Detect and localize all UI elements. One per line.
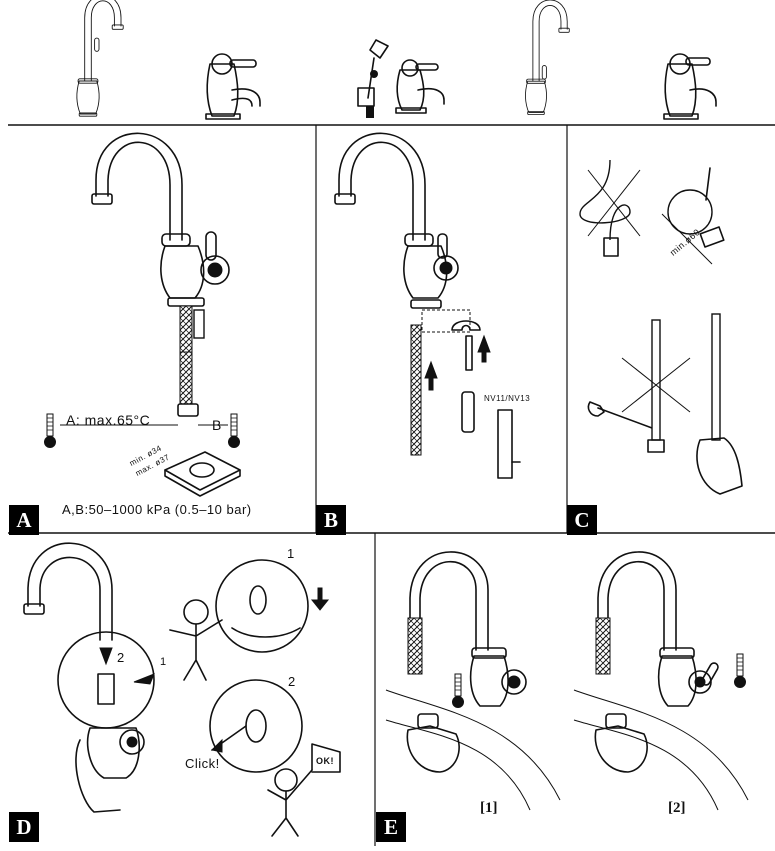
panel-e-faucet-1 <box>407 551 527 707</box>
pressure-note: A,B:50–1000 kPa (0.5–10 bar) <box>62 502 252 517</box>
panel-e-basin-1 <box>385 689 561 811</box>
hose-kink-wrong-icon <box>579 159 641 257</box>
panel-e-faucet-2 <box>595 551 719 707</box>
variant-tall-faucet-2 <box>525 0 570 115</box>
variant-short-faucet-2 <box>395 59 445 114</box>
caption-1: [1] <box>480 800 498 816</box>
detail-2-number: 2 <box>288 674 296 689</box>
detail-circle-2 <box>209 679 303 773</box>
variant-short-faucet-1 <box>205 53 261 120</box>
detail-1-number: 1 <box>287 546 295 561</box>
panel-e-basin-2 <box>573 689 749 811</box>
thermometer-icon <box>227 413 241 449</box>
caption-2: [2] <box>668 800 686 816</box>
step-2-label: 2 <box>117 650 125 665</box>
panel-d-faucet <box>23 542 155 813</box>
thermometer-icon <box>451 673 465 709</box>
click-text: Click! <box>185 756 220 771</box>
thermometer-icon <box>733 653 747 689</box>
flag-text: OK! <box>316 756 334 766</box>
variant-short-faucet-3 <box>663 53 717 120</box>
variant-bidet-faucet <box>357 39 389 118</box>
panel-label-e: E <box>376 812 406 842</box>
hole-plate-icon <box>164 451 241 497</box>
panel-label-b: B <box>316 505 346 535</box>
hand-icon <box>406 713 460 773</box>
hot-water-label: A: max.65°C <box>66 412 151 428</box>
detail-circle-1 <box>215 559 330 653</box>
panel-a-faucet <box>91 132 230 417</box>
panel-label-a: A <box>9 505 39 535</box>
panel-label-c: C <box>567 505 597 535</box>
stick-figure-icon <box>267 743 341 837</box>
panel-label-d: D <box>9 812 39 842</box>
hose-twist-wrong-icon <box>621 319 691 453</box>
hand-icon <box>594 713 648 773</box>
wrench-icon <box>587 401 653 429</box>
hose-straight-hand-icon <box>696 313 743 495</box>
tool-label: NV11/NV13 <box>484 394 531 403</box>
cold-water-label: B <box>212 417 222 433</box>
step-1-label: 1 <box>160 656 167 668</box>
stick-figure-icon <box>169 599 223 681</box>
thermometer-icon <box>43 413 57 449</box>
hose-bend-correct-icon <box>661 167 725 265</box>
variant-tall-faucet-1 <box>76 0 124 117</box>
panel-b-faucet <box>334 132 521 479</box>
